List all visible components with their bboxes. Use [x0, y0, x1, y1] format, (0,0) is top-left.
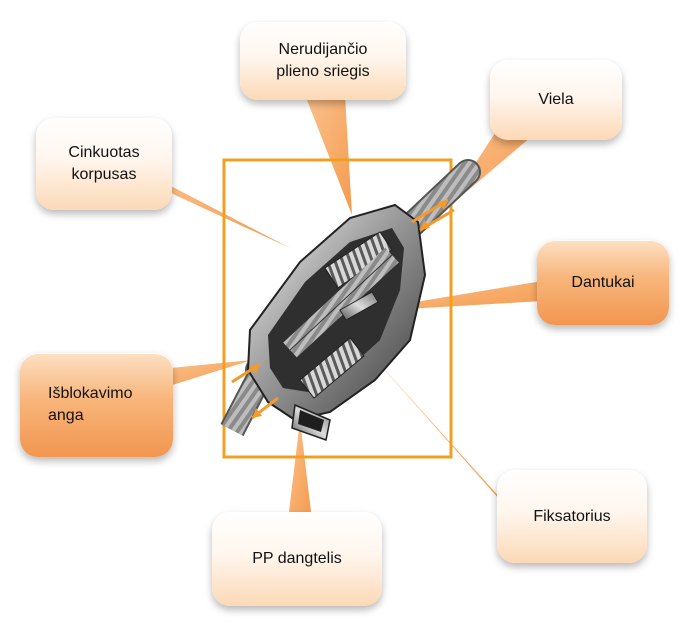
pointer-body: [140, 170, 290, 248]
callout-body: Cinkuotas korpusas: [36, 118, 172, 210]
label-wire: Viela: [538, 91, 574, 108]
label-lock: Fiksatorius: [533, 507, 611, 525]
pointer-thread: [305, 95, 352, 215]
clamp-body: [246, 203, 427, 441]
direction-arrows: [231, 198, 455, 420]
pointer-lock: [358, 340, 520, 520]
callout-vent: Išblokavimo anga: [20, 353, 173, 457]
callout-cap: PP dangtelis: [212, 512, 382, 606]
label-teeth: Dantukai: [571, 273, 635, 291]
label-vent: Išblokavimo anga: [48, 385, 133, 424]
callout-wire: Viela: [490, 60, 622, 140]
pointer-cap: [288, 420, 312, 520]
callout-lock: Fiksatorius: [497, 470, 647, 563]
label-cap: PP dangtelis: [252, 550, 342, 567]
highlight-frame: [222, 158, 453, 459]
label-body: Cinkuotas korpusas: [68, 144, 140, 183]
label-thread: Nerudijančio plieno sriegis: [276, 41, 370, 80]
callout-teeth: Dantukai: [537, 240, 669, 325]
pointer-vent: [150, 360, 252, 392]
callout-thread: Nerudijančio plieno sriegis: [240, 22, 406, 100]
